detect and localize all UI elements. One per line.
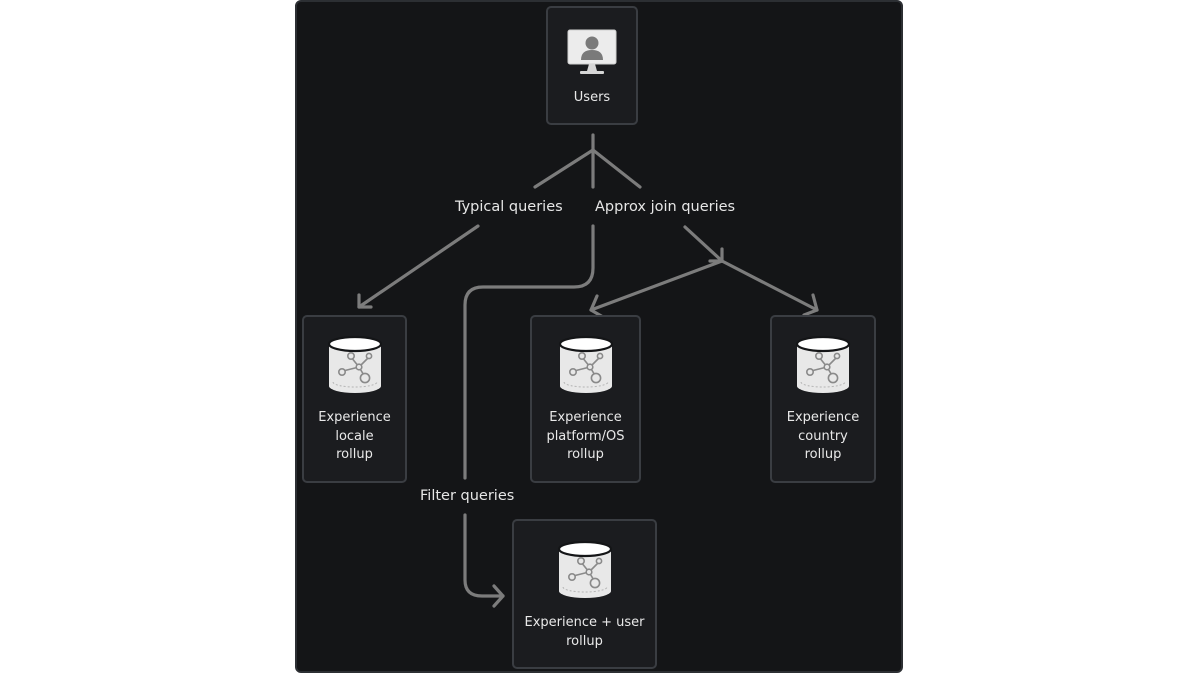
user-rollup-label: Experience + user rollup	[524, 615, 645, 649]
typical-queries-label: Typical queries	[455, 199, 563, 215]
users-label: Users	[573, 90, 611, 105]
locale-rollup-node[interactable]: Experience locale rollup	[302, 315, 407, 483]
database-graph-icon	[327, 335, 383, 395]
filter-queries-label: Filter queries	[420, 488, 515, 504]
filter-queries-arrow-bottom	[463, 513, 505, 598]
approx-join-branch-right	[720, 259, 819, 312]
users-fork-left	[533, 148, 595, 189]
filter-queries-arrow-top	[463, 224, 595, 480]
users-fork-right	[591, 148, 642, 189]
user-monitor-icon	[566, 28, 618, 76]
approx-join-branch-left-head	[589, 294, 605, 319]
database-graph-icon	[557, 540, 613, 600]
users-node[interactable]: Users	[546, 6, 638, 125]
locale-rollup-label: Experience locale rollup	[318, 410, 391, 462]
typical-queries-arrow	[357, 224, 480, 309]
database-graph-icon	[795, 335, 851, 395]
approx-join-branch-right-head	[802, 293, 819, 317]
approx-join-arrow	[683, 225, 724, 263]
platform-rollup-label: Experience platform/OS rollup	[546, 410, 625, 462]
filter-queries-arrowhead	[492, 584, 505, 608]
user-rollup-node[interactable]: Experience + user rollup	[512, 519, 657, 669]
platform-rollup-node[interactable]: Experience platform/OS rollup	[530, 315, 641, 483]
country-rollup-label: Experience country rollup	[786, 410, 860, 462]
approx-join-queries-label: Approx join queries	[595, 199, 736, 215]
country-rollup-node[interactable]: Experience country rollup	[770, 315, 876, 483]
database-graph-icon	[558, 335, 614, 395]
typical-queries-arrowhead	[357, 293, 373, 309]
approx-join-branch-left	[589, 259, 724, 312]
